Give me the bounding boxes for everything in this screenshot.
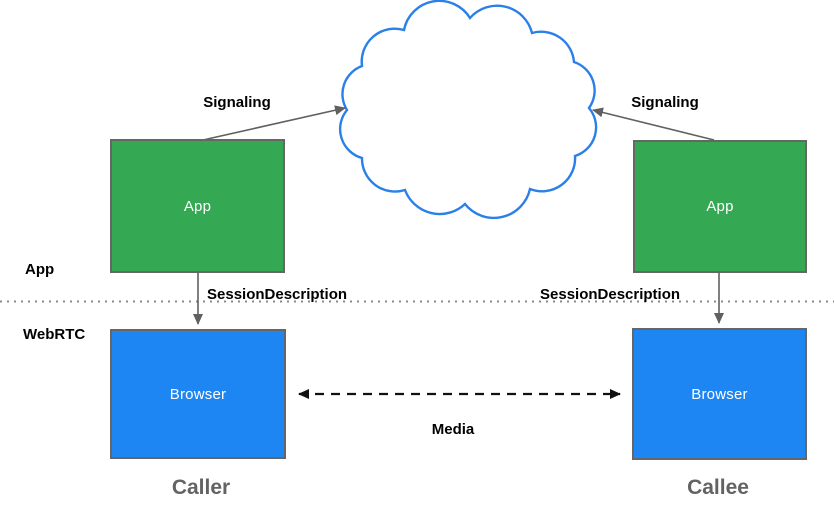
layer-label-webrtc: WebRTC — [23, 326, 86, 343]
app-box-callee-label: App — [706, 198, 734, 215]
signaling-label-left: Signaling — [203, 94, 271, 111]
caller-caption: Caller — [171, 476, 231, 499]
browser-box-callee-label: Browser — [691, 385, 748, 403]
callee-caption: Callee — [687, 476, 749, 499]
session-description-label-left: SessionDescription — [207, 286, 348, 303]
media-label: Media — [431, 421, 475, 438]
app-box-caller-label: App — [183, 197, 212, 215]
browser-box-caller: Browser — [110, 329, 286, 459]
signaling-arrow-right — [592, 107, 715, 141]
layer-label-app: App — [25, 261, 55, 278]
signaling-label-right: Signaling — [631, 94, 699, 111]
session-description-label-right: SessionDescription — [540, 286, 681, 303]
browser-box-callee: Browser — [632, 328, 807, 460]
signaling-arrow-left — [202, 105, 346, 141]
internet-cloud — [338, 0, 598, 220]
app-box-callee: App — [633, 140, 807, 273]
app-box-caller: App — [110, 139, 285, 273]
browser-box-caller-label: Browser — [169, 385, 227, 403]
